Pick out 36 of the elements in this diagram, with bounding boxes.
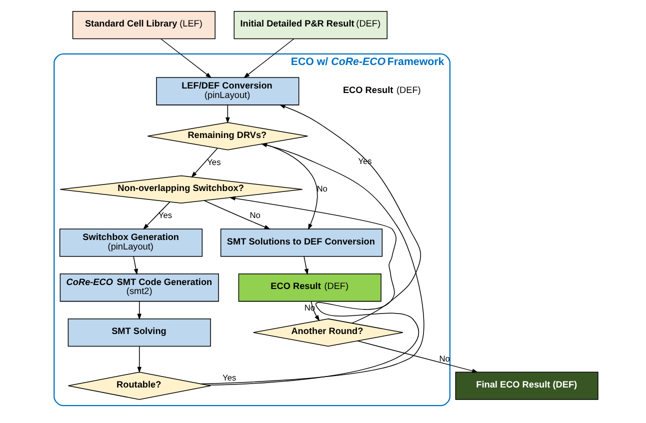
node-diamond: Routable? — [68, 372, 211, 400]
node-box: LEF/DEF Conversion (pinLayout) — [156, 77, 300, 106]
node-diamond: Another Round? — [252, 318, 404, 347]
node-box: Switchbox Generation (pinLayout) — [59, 228, 203, 257]
arrow — [357, 340, 478, 373]
arrow — [160, 38, 212, 78]
node-diamond: Remaining DRVs? — [147, 122, 308, 150]
node-box: Standard Cell Library (LEF) — [72, 10, 216, 40]
node-box: SMT Solutions to DEF Conversion — [220, 228, 383, 257]
arrow — [304, 256, 309, 275]
arrow — [262, 143, 318, 230]
arrow — [137, 346, 142, 373]
arrow — [137, 301, 142, 320]
edge-label: No — [439, 353, 450, 364]
arrow — [310, 301, 320, 322]
edge-label: No — [316, 184, 328, 194]
arrow — [142, 202, 170, 230]
edge-label: Yes — [158, 210, 172, 220]
node-box: SMT Solving — [68, 318, 211, 347]
arrow — [191, 148, 218, 178]
node-box: CoRe-ECO SMT Code Generation (smt2) — [60, 274, 219, 302]
node-diamond: Non-overlapping Switchbox? — [60, 175, 303, 204]
arrow — [133, 256, 138, 275]
arrow — [279, 104, 422, 324]
arrow — [226, 104, 230, 124]
node-box: Initial Detailed P&R Result (DEF) — [234, 10, 388, 40]
edge-label: No — [250, 210, 260, 220]
node-box: ECO Result (DEF) — [238, 274, 382, 302]
edge-label: Yes — [207, 156, 221, 167]
arrow — [200, 143, 424, 384]
node-box: Final ECO Result (DEF) — [455, 372, 598, 400]
arrow — [204, 200, 270, 230]
edge-label: Yes — [222, 372, 236, 382]
arrow — [206, 196, 420, 386]
label: ECO Result (DEF) — [342, 84, 421, 95]
arrow — [244, 38, 294, 78]
